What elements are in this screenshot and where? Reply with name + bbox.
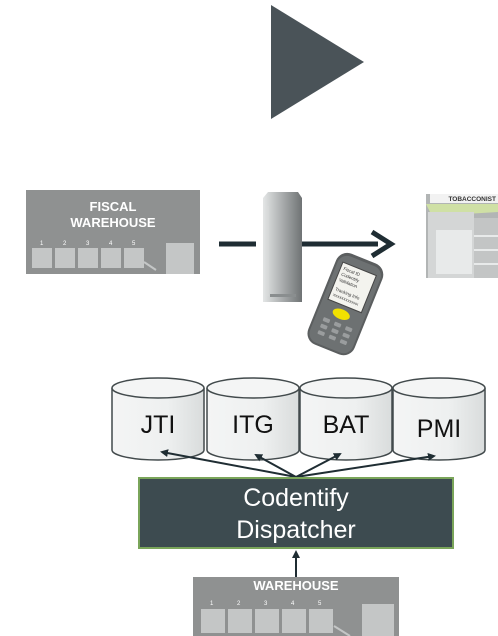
bay-number: 3	[86, 241, 90, 247]
database-bat: BAT	[299, 377, 393, 461]
fiscal-warehouse-label-line1: FISCAL	[90, 199, 137, 214]
database-label: PMI	[417, 415, 461, 443]
dispatcher-label-line1: Codentify	[243, 484, 349, 512]
play-arrow-icon	[271, 5, 364, 119]
scan-button	[332, 308, 350, 321]
fiscal-warehouse-label-line2: WAREHOUSE	[70, 215, 156, 230]
warehouse: WAREHOUSE 1 2 3 4 5	[193, 577, 399, 636]
database-pmi: PMI	[392, 377, 486, 461]
database-label: BAT	[323, 411, 370, 439]
dispatcher-label-line2: Dispatcher	[236, 516, 356, 544]
warehouse-main-door	[362, 604, 394, 636]
bay-number: 4	[291, 601, 295, 607]
connector-arrow	[254, 454, 297, 478]
loading-bay-door	[282, 609, 306, 633]
database-label: JTI	[141, 411, 176, 439]
tobacconist-sign: TOBACCONIST	[448, 196, 496, 203]
fiscal-warehouse: FISCAL WAREHOUSE 1 2 3 4 5	[26, 190, 200, 274]
bay-number: 3	[264, 601, 268, 607]
codentify-dispatcher: Codentify Dispatcher	[138, 477, 454, 549]
handheld-scanner-icon: Fiscal ID Codentify Validation Tracking …	[307, 252, 384, 356]
server-tower-icon	[263, 192, 302, 302]
database-itg: ITG	[206, 377, 300, 461]
handheld-screen-text: Fiscal ID	[343, 266, 362, 277]
warehouse-label: WAREHOUSE	[253, 578, 339, 593]
loading-bay-door	[101, 248, 121, 268]
bay-number: 5	[132, 241, 136, 247]
warehouse-main-door	[166, 243, 194, 274]
loading-bay-door	[124, 248, 144, 268]
loading-bay-door	[228, 609, 252, 633]
tobacconist-shop-icon: TOBACCONIST	[426, 194, 498, 278]
loading-bay-door	[78, 248, 98, 268]
loading-bay-door	[255, 609, 279, 633]
connector-arrow	[295, 452, 436, 478]
loading-bay-door	[201, 609, 225, 633]
loading-bay-door	[309, 609, 333, 633]
connector-arrow	[295, 453, 342, 478]
bay-number: 1	[40, 241, 44, 247]
database-label: ITG	[232, 411, 274, 439]
database-jti: JTI	[111, 377, 205, 461]
bay-number: 2	[237, 601, 241, 607]
connector-arrow	[160, 449, 297, 478]
bay-number: 2	[63, 241, 67, 247]
loading-bay-door	[32, 248, 52, 268]
loading-bay-door	[55, 248, 75, 268]
bay-number: 4	[109, 241, 113, 247]
bay-number: 5	[318, 601, 322, 607]
flow-arrow-head-icon	[370, 229, 396, 259]
bay-number: 1	[210, 601, 214, 607]
